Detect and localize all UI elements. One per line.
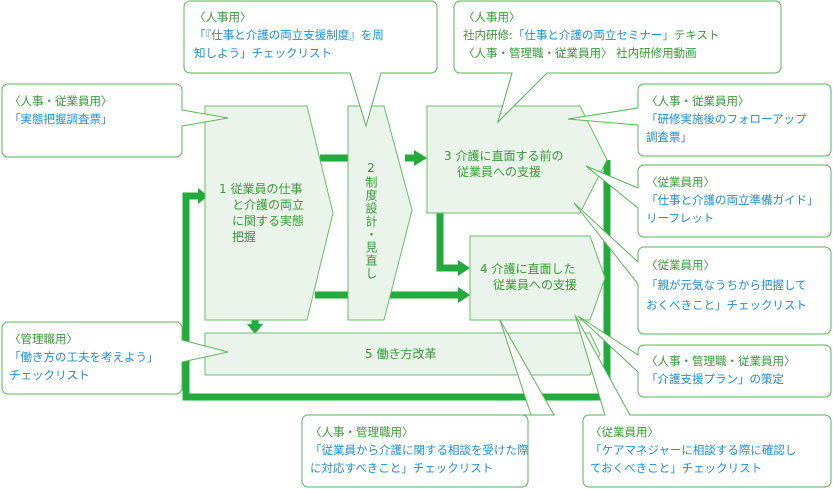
audience-label: 〈人事・管理職用〉 — [310, 425, 414, 439]
audience-label: 〈従業員用〉 — [646, 258, 715, 272]
step-1-line: 把握 — [232, 230, 257, 244]
audience-label: 〈人事・管理職・従業員用〉 — [646, 354, 796, 368]
feedback-loop-arrow — [182, 160, 611, 401]
audience-label: 〈従業員用〉 — [590, 425, 659, 439]
step-1-line: 従業員の仕事 — [230, 182, 303, 196]
callout-workstyle: 〈管理職用〉 「働き方の工夫を考えよう」 チェックリスト — [9, 330, 159, 384]
step-number: 5 — [365, 347, 373, 361]
step-3-box — [426, 105, 608, 214]
audience-label: 〈人事用〉 — [194, 10, 252, 24]
step-1-line: に関する実態 — [232, 214, 305, 228]
callout-seminar: 〈人事用〉 社内研修:「仕事と介護の両立セミナー」テキスト 〈人事・管理職・従業… — [463, 8, 720, 62]
document-name: に対応すべきこと」チェックリスト — [310, 461, 494, 475]
document-name: 「働き方の工夫を考えよう」 — [9, 350, 159, 364]
step-number: 2 — [367, 161, 375, 175]
audience-label: 〈人事・従業員用〉 — [646, 94, 750, 108]
audience-label: 〈人事・従業員用〉 — [9, 94, 113, 108]
step-2-text: 制度設計・見直し — [364, 176, 378, 280]
arrowhead — [247, 324, 263, 334]
document-name: 「研修実施後のフォローアップ — [646, 112, 807, 126]
audience-label: 〈管理職用〉 — [9, 332, 78, 346]
video-label: 社内研修用動画 — [616, 46, 697, 60]
callout-plan: 〈人事・管理職・従業員用〉 「介護支援プラン」の策定 — [646, 352, 796, 388]
arrowhead — [198, 188, 208, 204]
step-3-line: 従業員への支援 — [457, 165, 542, 179]
step-5-label: 5 働き方改革 — [365, 346, 436, 362]
callout-survey: 〈人事・従業員用〉 「実態把握調査票」 — [9, 92, 113, 128]
step-4-line: 介護に直面した — [491, 262, 576, 276]
callout-consult-bubble — [301, 319, 555, 488]
callout-seminar-bubble — [453, 0, 782, 124]
step-number: 4 — [480, 262, 488, 276]
callout-parents-bubble — [573, 202, 832, 335]
step-1-line: と介護の両立 — [232, 198, 305, 212]
document-name: 「実態把握調査票」 — [9, 112, 113, 126]
step-4-box — [469, 235, 606, 321]
document-name: 「介護支援プラン」の策定 — [646, 372, 784, 386]
step-1-label: 1 従業員の仕事 と介護の両立 に関する実態 把握 — [219, 181, 319, 245]
document-name: 調査票」 — [646, 130, 692, 144]
document-name: 「親が元気なうちから把握して — [646, 278, 807, 292]
seminar-prefix: 社内研修: — [463, 28, 513, 42]
callout-plan-bubble — [577, 315, 832, 398]
callout-guide-bubble — [585, 164, 832, 238]
document-name: 知しよう」チェックリスト — [194, 46, 332, 60]
document-name: 「『仕事と介護の両立支援制度』を周 — [194, 28, 384, 42]
step-number: 1 — [219, 182, 227, 196]
callout-guide: 〈従業員用〉 「仕事と介護の両立準備ガイド」 リーフレット — [646, 173, 819, 227]
step-4-line: 従業員への支援 — [493, 278, 578, 292]
callout-caremanager: 〈従業員用〉 「ケアマネジャーに相談する際に確認し ておくべきこと」チェックリス… — [590, 423, 796, 477]
document-name: ておくべきこと」チェックリスト — [590, 461, 763, 475]
audience-label: 〈人事用〉 — [463, 10, 521, 24]
arrowhead — [458, 260, 470, 276]
audience-label: 〈人事・管理職・従業員用〉 — [463, 46, 613, 60]
step-3-line: 介護に直面する前の — [455, 149, 564, 163]
step-3-label: 3 介護に直面する前の 従業員への支援 — [444, 148, 563, 180]
arrowhead — [414, 150, 427, 166]
callout-survey-bubble — [1, 83, 229, 158]
callout-workstyle-bubble — [1, 321, 229, 395]
step-4-label: 4 介護に直面した 従業員への支援 — [480, 261, 577, 293]
seminar-suffix: テキスト — [673, 28, 720, 42]
step-2-box — [347, 105, 413, 321]
arrow-3-to-4 — [436, 213, 460, 272]
document-name: おくべきこと」チェックリスト — [646, 298, 807, 312]
document-name: 「ケアマネジャーに相談する際に確認し — [590, 443, 797, 457]
arrowhead — [458, 287, 470, 303]
document-name: 「仕事と介護の両立準備ガイド」 — [646, 193, 819, 207]
step-number: 3 — [444, 149, 452, 163]
callout-followup: 〈人事・従業員用〉 「研修実施後のフォローアップ 調査票」 — [646, 92, 807, 146]
step-2-label: 2 制度設計・見直し — [363, 160, 379, 280]
step-1-box — [204, 105, 334, 321]
callout-consult: 〈人事・管理職用〉 「従業員から介護に関する相談を受けた際 に対応すべきこと」チ… — [310, 423, 529, 477]
document-name: リーフレット — [646, 211, 715, 225]
callout-system-bubble — [183, 0, 438, 128]
document-name: 「仕事と介護の両立セミナー」 — [512, 28, 674, 42]
callout-caremanager-bubble — [574, 314, 832, 488]
step-5-text: 働き方改革 — [376, 347, 437, 361]
callout-parents: 〈従業員用〉 「親が元気なうちから把握して おくべきこと」チェックリスト — [646, 255, 807, 315]
callout-system: 〈人事用〉 「『仕事と介護の両立支援制度』を周 知しよう」チェックリスト — [194, 8, 384, 62]
callout-followup-bubble — [567, 83, 832, 157]
document-name: チェックリスト — [9, 368, 90, 382]
document-name: 「従業員から介護に関する相談を受けた際 — [310, 443, 529, 457]
audience-label: 〈従業員用〉 — [646, 175, 715, 189]
